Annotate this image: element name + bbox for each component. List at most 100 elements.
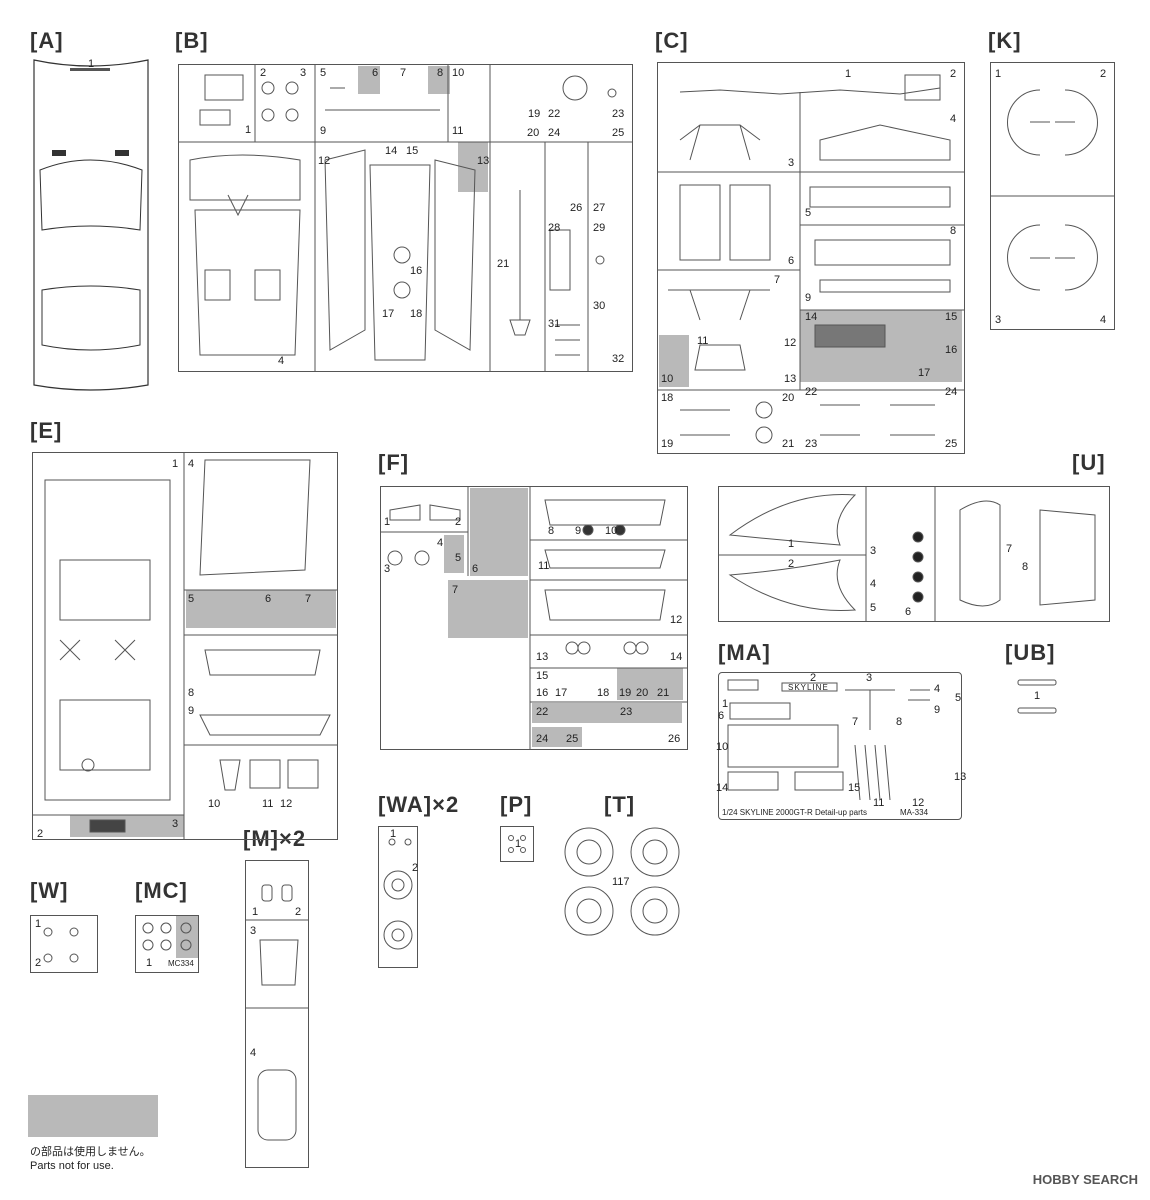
part-number: 20 (636, 687, 649, 699)
part-number: 2 (810, 672, 817, 684)
part-number: 8 (548, 525, 555, 537)
skyline-emblem: SKYLINE (788, 683, 829, 692)
part-number: 5 (805, 207, 812, 219)
part-number: 28 (548, 222, 561, 234)
part-number: 9 (575, 525, 582, 537)
part-number: 12 (280, 798, 293, 810)
unused-parts-legend-swatch (28, 1095, 158, 1137)
unused-part-area (617, 668, 683, 700)
part-number: 2 (412, 862, 419, 874)
part-number: 5 (870, 602, 877, 614)
part-number: 1 (845, 68, 852, 80)
part-number: 21 (497, 258, 510, 270)
part-number: 14 (385, 145, 398, 157)
part-number: 1 (252, 906, 259, 918)
part-number: 25 (945, 438, 958, 450)
unused-part-area (186, 590, 336, 628)
unused-parts-note-en: Parts not for use. (30, 1160, 114, 1172)
unused-part-area (358, 66, 380, 94)
part-number: 20 (527, 127, 540, 139)
part-number: 19 (619, 687, 632, 699)
part-number: 13 (536, 651, 549, 663)
part-number: 3 (788, 157, 795, 169)
sprue-e (32, 452, 338, 840)
part-number: 11 (538, 560, 550, 572)
part-number: 3 (300, 67, 307, 79)
part-number: 10 (661, 373, 674, 385)
part-number: 2 (295, 906, 302, 918)
part-number: 19 (661, 438, 674, 450)
part-number: 4 (934, 683, 941, 695)
part-number: 1 (172, 458, 179, 470)
part-number: 4 (188, 458, 195, 470)
part-number: 7 (852, 716, 859, 728)
part-number: 21 (657, 687, 670, 699)
part-number: 11 (873, 797, 885, 809)
part-number: 20 (782, 392, 795, 404)
etch-caption: 1/24 SKYLINE 2000GT-R Detail-up parts (722, 808, 867, 817)
unused-part-area (659, 335, 689, 387)
part-number: 3 (250, 925, 257, 937)
part-number: 2 (35, 957, 42, 969)
part-number: 9 (934, 704, 941, 716)
sprue-u (718, 486, 1110, 622)
part-number: 13 (477, 155, 490, 167)
part-number: 1 (88, 58, 95, 70)
part-number: 12 (318, 155, 331, 167)
part-number: 9 (188, 705, 195, 717)
part-number: 23 (620, 706, 633, 718)
part-number: 15 (536, 670, 549, 682)
part-number: 29 (593, 222, 606, 234)
part-number: 2 (37, 828, 44, 840)
part-number: 6 (265, 593, 272, 605)
sprue-w-header: [W] (30, 878, 69, 903)
part-number: 10 (208, 798, 221, 810)
part-number: 2 (455, 516, 462, 528)
part-number: 25 (612, 127, 625, 139)
sprue-k-header: [K] (988, 28, 1022, 53)
unused-part-area (470, 488, 528, 576)
part-number: 7 (1006, 543, 1013, 555)
sprue-f-header: [F] (378, 450, 410, 475)
part-number: 10 (716, 741, 729, 753)
sprue-c-header: [C] (655, 28, 689, 53)
sprue-a-header: [A] (30, 28, 64, 53)
part-number: 22 (805, 386, 818, 398)
part-number: 4 (250, 1047, 257, 1059)
part-number: 25 (566, 733, 579, 745)
sprue-b (178, 64, 633, 372)
sprue-ma-header: [MA] (718, 640, 771, 665)
part-number: 1 (390, 828, 397, 840)
sprue-u-header: [U] (1072, 450, 1106, 475)
sprue-wa-header: [WA]×2 (378, 792, 460, 817)
part-number: 6 (905, 606, 912, 618)
part-number: 1 (788, 538, 795, 550)
part-number: 24 (945, 386, 958, 398)
sprue-c (657, 62, 965, 454)
sprue-w (30, 915, 98, 973)
part-number: 12 (912, 797, 925, 809)
part-number: 18 (661, 392, 674, 404)
part-number: 8 (896, 716, 903, 728)
part-number: 18 (410, 308, 423, 320)
part-number: 4 (870, 578, 877, 590)
part-number: 8 (950, 225, 957, 237)
part-number: 5 (320, 67, 327, 79)
part-number: 19 (528, 108, 541, 120)
part-number: 7 (774, 274, 781, 286)
sprue-m (245, 860, 309, 1168)
part-number: 12 (784, 337, 797, 349)
part-number: 3 (172, 818, 179, 830)
sprue-f (380, 486, 688, 750)
sprue-m-header: [M]×2 (243, 826, 307, 851)
part-number: 1 (146, 957, 153, 969)
part-number: 117 (612, 876, 630, 888)
